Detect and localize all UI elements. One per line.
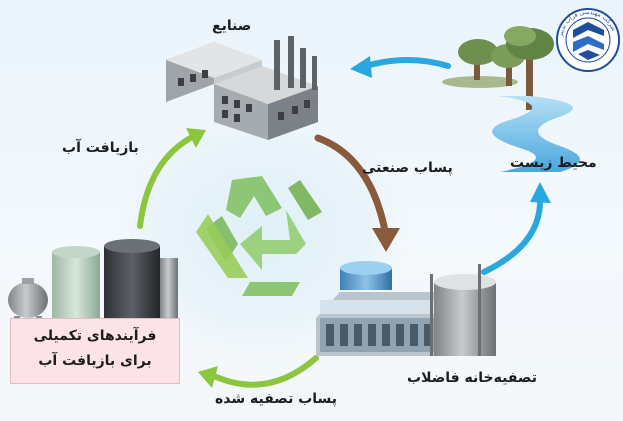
label-treatment-plant: تصفیه‌خانه فاضلاب: [407, 370, 537, 386]
arrow-processes-to-factory: [137, 128, 206, 229]
logo-company-name-text: شرکت مهندسی فراب تدبیر: [557, 9, 617, 38]
label-industrial-wastewater: پساب صنعتی: [362, 160, 453, 176]
processes-line-2: برای بازیافت آب: [38, 353, 152, 369]
river-icon: [492, 96, 580, 172]
processes-line-1: فرآیندهای تکمیلی: [33, 328, 157, 344]
factory-icon: [166, 36, 318, 140]
arrow-plant-to-processes: [198, 355, 319, 388]
wastewater-treatment-plant-icon: [316, 261, 496, 356]
label-environment: محیط زیست: [510, 155, 597, 171]
label-treated-wastewater: پساب تصفیه شده: [215, 391, 338, 407]
label-factories: صنایع: [212, 18, 252, 34]
company-logo-icon: [556, 8, 620, 72]
logo-company-name: شرکت مهندسی فراب تدبیر: [557, 9, 617, 38]
storage-tanks-icon: [8, 239, 178, 326]
complementary-processes-box: فرآیندهای تکمیلی برای بازیافت آب: [10, 318, 180, 384]
arrow-environment-to-factory: [350, 56, 451, 78]
recycle-icon: [196, 176, 322, 296]
arrow-plant-to-environment: [481, 182, 551, 275]
arrow-factory-to-plant: [314, 134, 400, 252]
trees-icon: [442, 26, 554, 110]
label-water-recycling: بازیافت آب: [62, 140, 139, 156]
